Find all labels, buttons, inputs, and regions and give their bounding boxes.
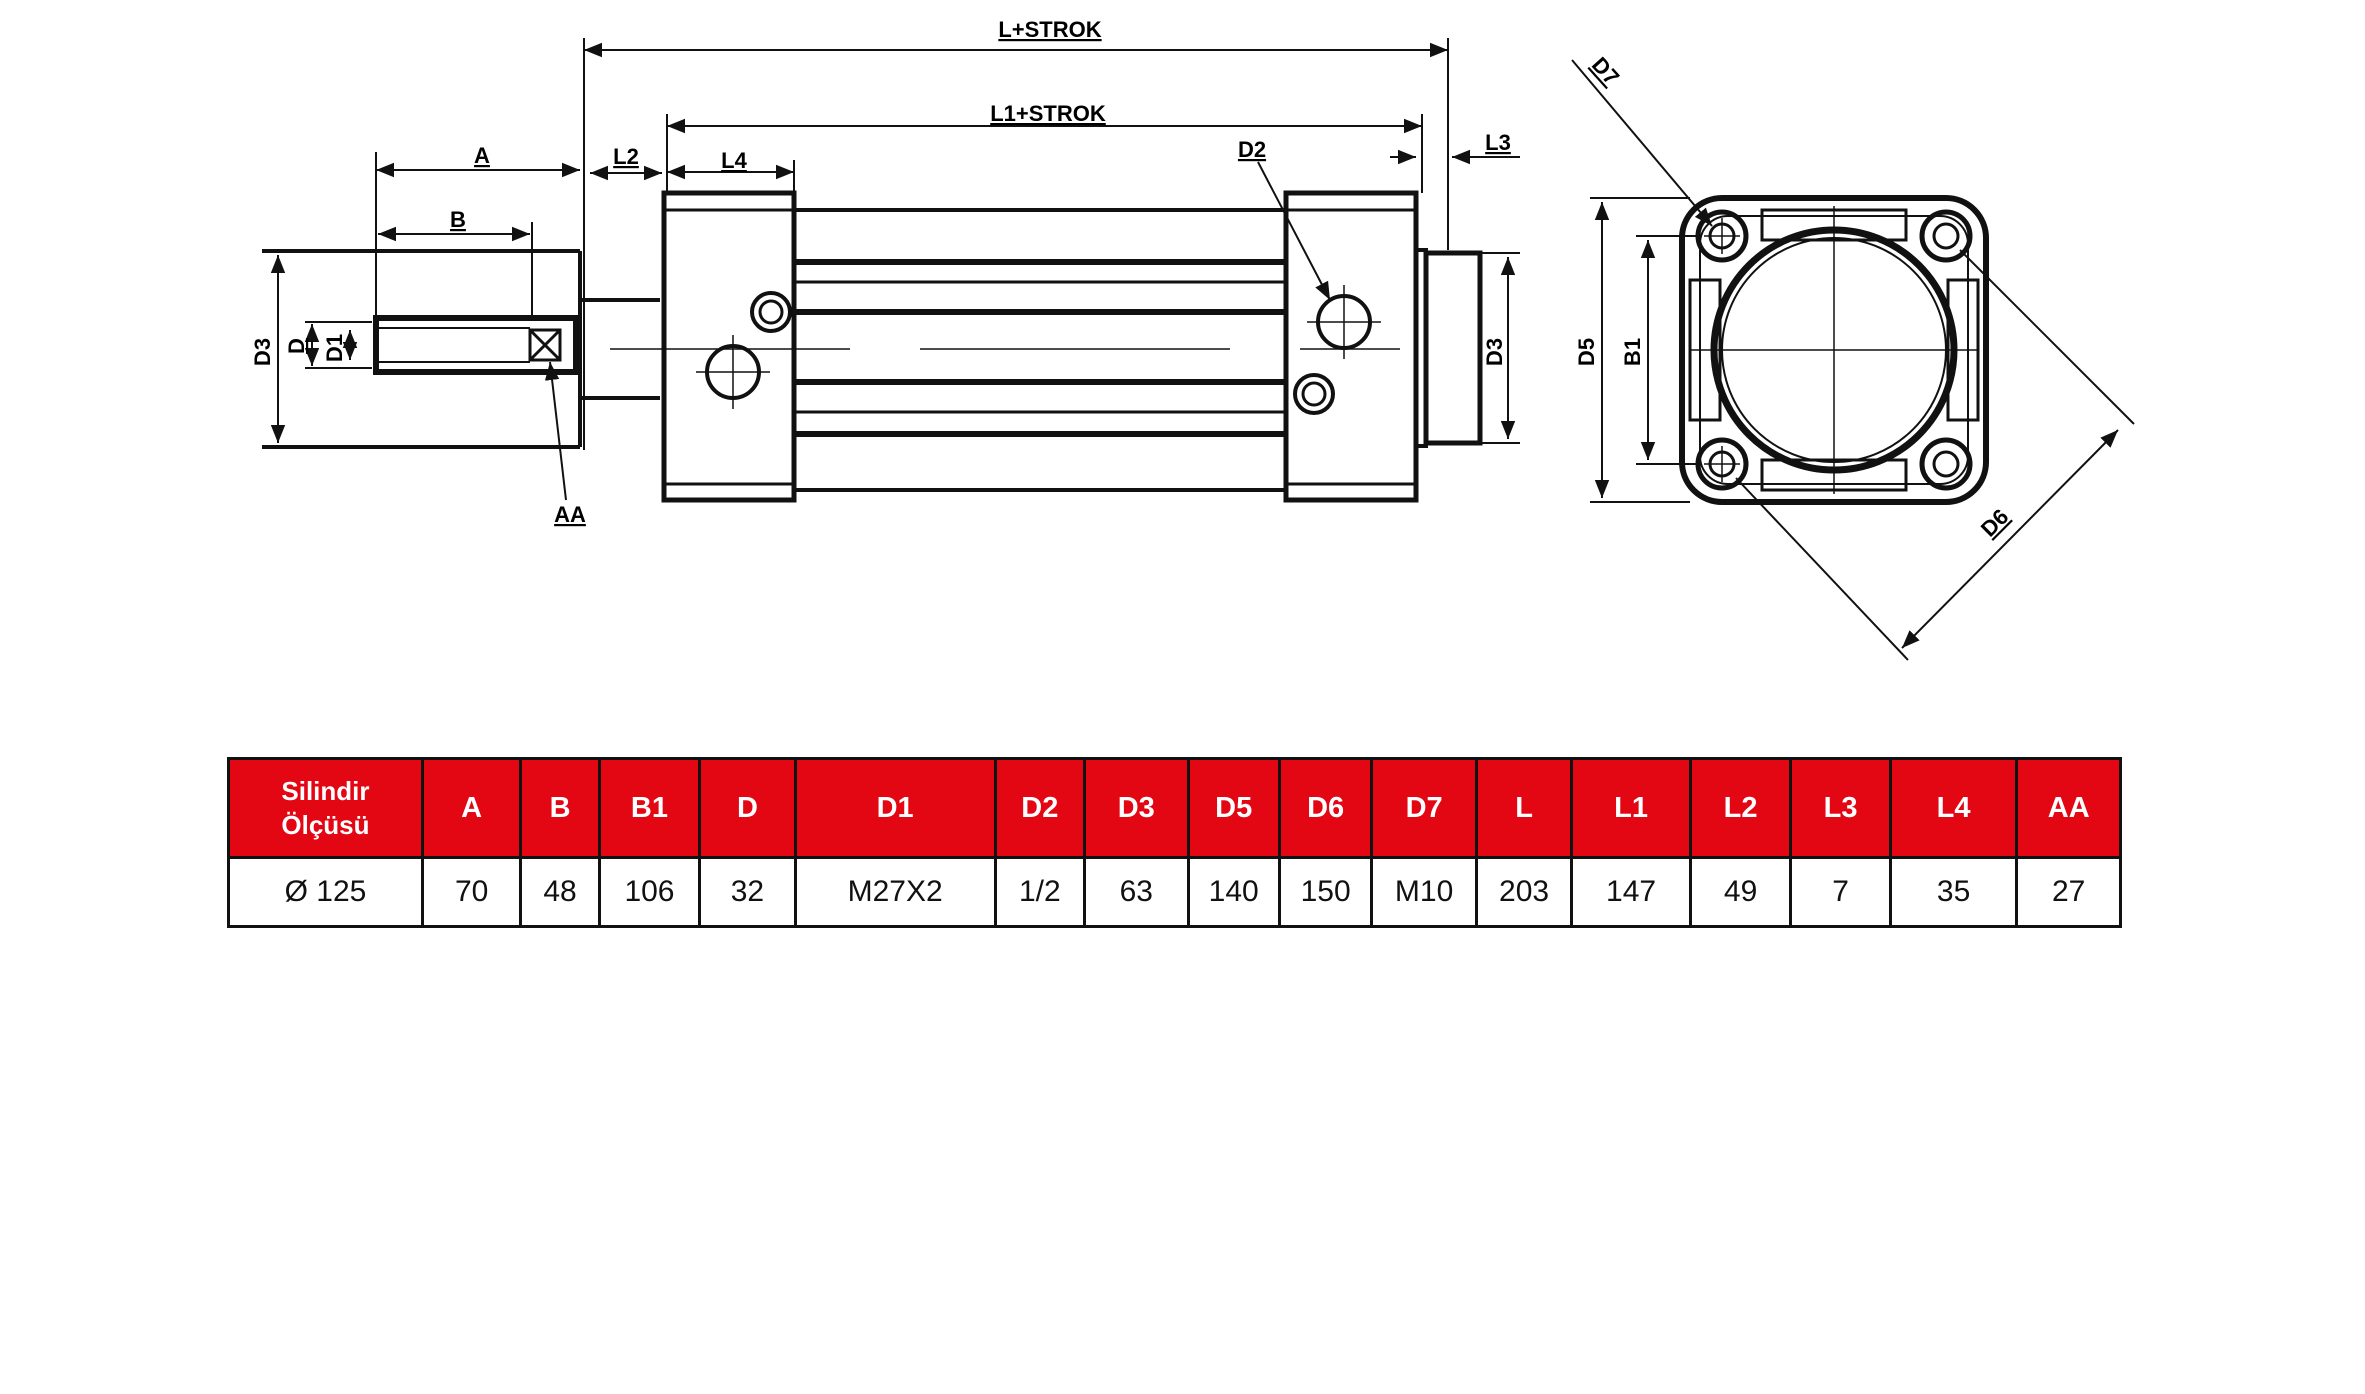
cylinder-technical-drawing: L+STROK L1+STROK A B L2 L4 D2 L3 D3 D D1… xyxy=(250,17,2135,661)
table-cell: 147 xyxy=(1570,856,1692,928)
dimension-lines xyxy=(270,38,1520,501)
label-b1: B1 xyxy=(1620,338,1645,366)
table-cell: 1/2 xyxy=(993,856,1087,928)
table-cell: 7 xyxy=(1789,856,1892,928)
header-cell: D7 xyxy=(1370,757,1478,859)
header-silindir: Silindir xyxy=(281,776,370,806)
table-row: Ø 125 70 48 106 32 M27X2 1/2 63 140 150 … xyxy=(227,856,2122,928)
side-view-labels: L+STROK L1+STROK A B L2 L4 D2 L3 D3 D D1… xyxy=(250,17,1511,527)
table-cell: 106 xyxy=(597,856,702,928)
label-aa: AA xyxy=(554,502,586,527)
table-header-row: Silindir Ölçüsü A B B1 D D1 D2 D3 D5 D6 … xyxy=(227,757,2122,859)
label-d6: D6 xyxy=(1976,504,2014,542)
header-cell: D3 xyxy=(1083,757,1190,859)
flange-outer xyxy=(1679,195,1989,505)
label-d5: D5 xyxy=(1574,338,1599,366)
label-d1: D1 xyxy=(322,334,347,362)
adjust-screw-front xyxy=(750,291,792,333)
table-cell: 27 xyxy=(2015,856,2122,928)
header-cell: L3 xyxy=(1789,757,1892,859)
header-cell: D5 xyxy=(1186,757,1281,859)
label-l4: L4 xyxy=(721,148,747,173)
label-l1-strok: L1+STROK xyxy=(990,101,1106,126)
barrel xyxy=(794,208,1286,492)
label-a: A xyxy=(474,143,490,168)
label-l3: L3 xyxy=(1485,130,1511,155)
table-cell: 70 xyxy=(420,856,523,928)
rear-head xyxy=(1283,190,1483,503)
adjust-screw-rear xyxy=(1293,373,1335,415)
header-cell: L1 xyxy=(1570,757,1692,859)
header-silindir-olcusu: Silindir Ölçüsü xyxy=(227,757,424,859)
piston-rod xyxy=(262,249,660,449)
header-cell: D1 xyxy=(793,757,997,859)
wrench-flat-aa xyxy=(528,328,562,362)
label-d3-right: D3 xyxy=(1482,338,1507,366)
port-rear xyxy=(1307,285,1381,359)
table-cell: Ø 125 xyxy=(227,856,424,928)
front-head xyxy=(661,190,797,503)
table-cell: 140 xyxy=(1186,856,1281,928)
header-cell: L2 xyxy=(1688,757,1793,859)
header-cell: B1 xyxy=(597,757,702,859)
port-front xyxy=(696,335,770,409)
header-olcusu: Ölçüsü xyxy=(281,810,370,840)
table-cell: 63 xyxy=(1083,856,1190,928)
table-cell: M10 xyxy=(1370,856,1478,928)
header-cell: A xyxy=(420,757,523,859)
table-cell: 35 xyxy=(1888,856,2019,928)
front-view xyxy=(1571,59,2135,661)
header-cell: D2 xyxy=(993,757,1087,859)
front-dimension-lines xyxy=(1571,59,2135,661)
table-cell: 150 xyxy=(1277,856,1374,928)
label-b: B xyxy=(450,207,466,232)
label-l-strok: L+STROK xyxy=(998,17,1101,42)
header-cell: L4 xyxy=(1888,757,2019,859)
side-view xyxy=(262,38,1520,503)
table-cell: 49 xyxy=(1688,856,1793,928)
header-cell: D6 xyxy=(1277,757,1374,859)
table-cell: 48 xyxy=(519,856,601,928)
label-d2: D2 xyxy=(1238,137,1266,162)
header-cell: D xyxy=(698,757,797,859)
dimension-table: Silindir Ölçüsü A B B1 D D1 D2 D3 D5 D6 … xyxy=(227,757,2122,928)
header-cell: B xyxy=(519,757,601,859)
table-cell: M27X2 xyxy=(793,856,997,928)
header-cell: L xyxy=(1474,757,1574,859)
header-cell: AA xyxy=(2015,757,2122,859)
label-d: D xyxy=(284,338,309,354)
table-cell: 32 xyxy=(698,856,797,928)
table-cell: 203 xyxy=(1474,856,1574,928)
label-l2: L2 xyxy=(613,144,639,169)
label-d3-left: D3 xyxy=(250,338,275,366)
